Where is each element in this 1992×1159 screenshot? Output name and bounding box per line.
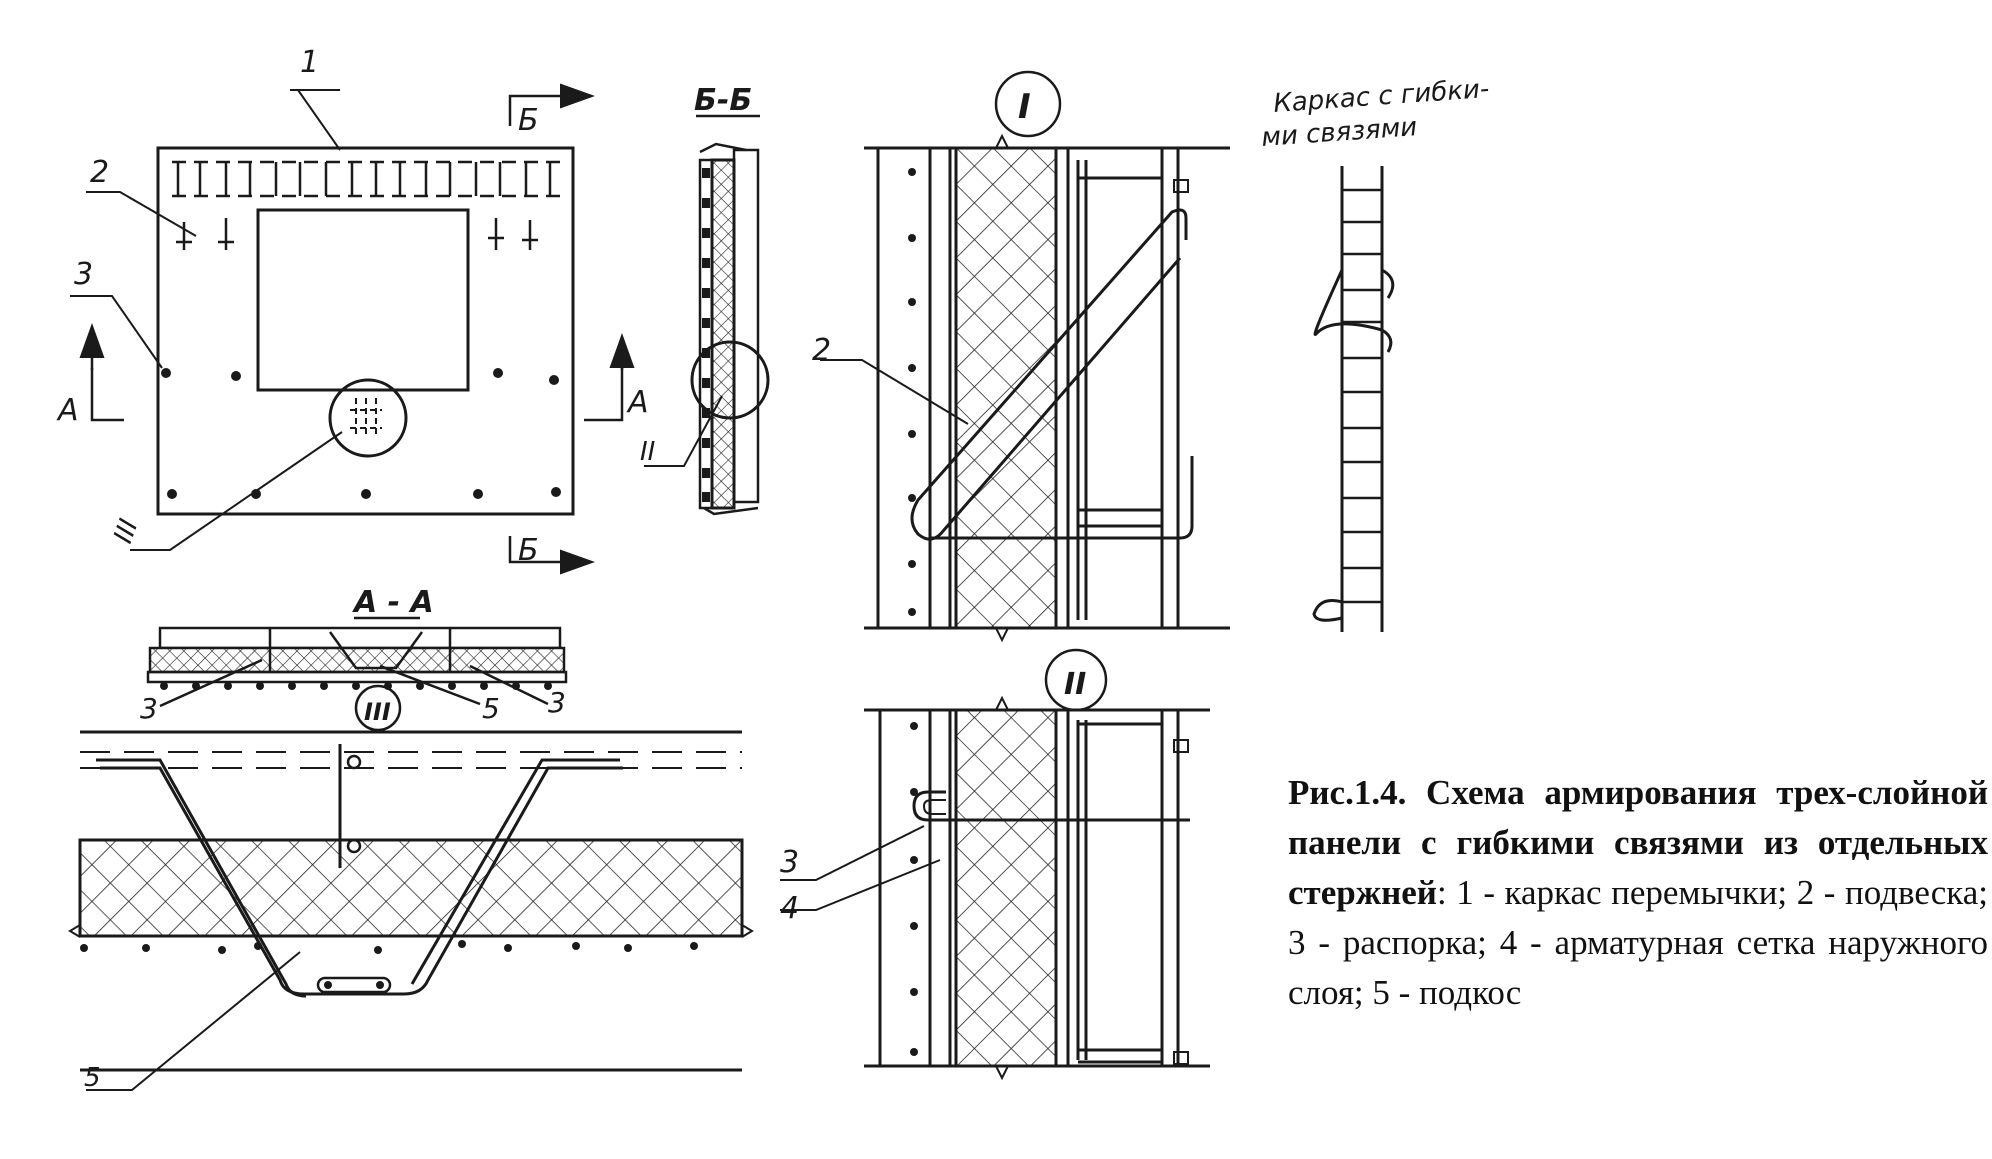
detail-I-title: I — [1018, 87, 1031, 127]
detail-III-callout-5: 5 — [84, 1063, 101, 1093]
leader-2 — [86, 191, 197, 237]
leader-III — [130, 431, 343, 551]
section-A-right-marker — [584, 368, 624, 422]
section-B-top-label: Б — [518, 103, 539, 138]
section-A-left-marker — [90, 368, 124, 422]
section-AA-callout-5: 5 — [482, 692, 500, 725]
section-BB — [644, 114, 770, 516]
detail-III-circle — [328, 378, 408, 458]
leader-1 — [297, 89, 341, 151]
detail-II-view — [780, 648, 1210, 1081]
frame-view — [1312, 166, 1395, 632]
figure-caption: Рис.1.4. Схема армирования трех-слойной … — [1288, 768, 1988, 1018]
section-AA-callout-3-left: 3 — [140, 692, 158, 725]
section-BB-title: Б-Б — [694, 83, 752, 118]
spacer-dots — [161, 368, 561, 499]
lintel-frame — [172, 160, 560, 198]
detail-I-callout-2: 2 — [812, 333, 831, 368]
caption-legend: : 1 - каркас перемычки; 2 - подвеска; 3 … — [1288, 873, 1988, 1012]
detail-III-title: III — [364, 698, 391, 726]
section-B-bottom-label: Б — [518, 533, 539, 568]
callout-3: 3 — [74, 257, 93, 292]
leader-3 — [70, 295, 163, 369]
detail-III-view — [68, 684, 754, 1091]
callout-II-small: II — [640, 437, 655, 467]
hanger-marks — [176, 218, 538, 250]
section-A-left-label: А — [56, 393, 79, 428]
detail-II-callout-4: 4 — [780, 891, 799, 926]
section-AA-title: А - А — [352, 585, 434, 620]
callout-2: 2 — [90, 155, 109, 190]
section-B-top-marker — [508, 83, 595, 126]
detail-I-view — [820, 70, 1230, 643]
detail-II-callout-3: 3 — [780, 845, 799, 880]
section-AA-callout-3-right: 3 — [548, 686, 566, 719]
caption-title: Рис.1.4. Схема армирования трех-слойной … — [1288, 773, 1988, 912]
detail-II-title: II — [1064, 667, 1086, 702]
section-AA — [146, 616, 568, 708]
callout-III: III — [108, 515, 144, 547]
detail-II-circle — [690, 340, 770, 420]
callout-1: 1 — [300, 45, 319, 80]
window-opening — [256, 208, 470, 392]
frame-title-line1: Каркас с гибки- — [1272, 74, 1490, 119]
section-A-right-label: А — [626, 385, 649, 420]
section-B-bottom-marker — [508, 536, 595, 575]
panel-outline — [156, 146, 575, 516]
panel-view — [70, 83, 635, 575]
